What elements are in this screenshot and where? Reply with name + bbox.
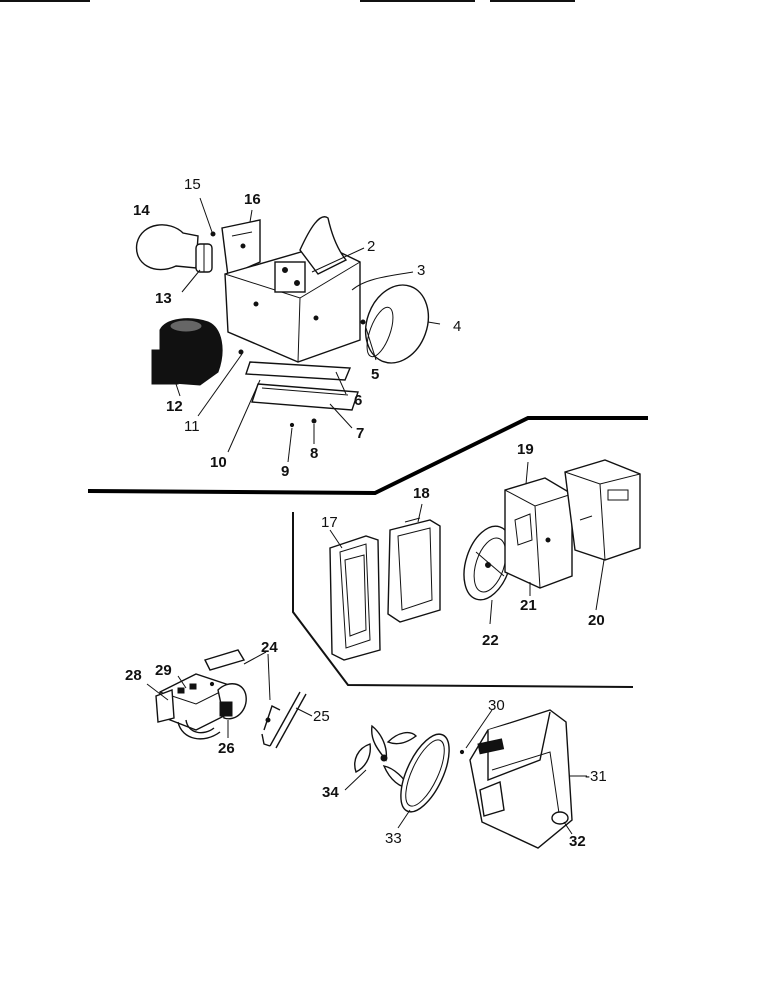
callout-4: 4 — [453, 318, 461, 335]
bulb-part — [135, 224, 213, 273]
callout-20: 20 — [588, 612, 605, 629]
callout-18: 18 — [413, 485, 430, 502]
callout-6: 6 — [354, 392, 362, 409]
callout-8: 8 — [310, 445, 318, 462]
callout-13: 13 — [155, 290, 172, 307]
leader-lines-group2 — [329, 461, 605, 625]
fan-ring-part — [400, 733, 450, 813]
callout-34: 34 — [322, 784, 339, 801]
base-plate-part — [245, 361, 359, 411]
callout-30: 30 — [488, 697, 505, 714]
callout-14: 14 — [133, 202, 150, 219]
callout-15: 15 — [184, 176, 201, 193]
callout-24: 24 — [261, 639, 278, 656]
container-part — [329, 535, 381, 661]
callout-32: 32 — [569, 833, 586, 850]
callout-31: -31 — [585, 768, 607, 785]
control-housing-part — [224, 216, 361, 363]
callout-29: 29 — [155, 662, 172, 679]
callout-5: 5 — [371, 366, 379, 383]
leader-lines-group1 — [175, 197, 441, 463]
bracket-rod-part — [209, 681, 307, 749]
callout-33: 33 — [385, 830, 402, 847]
section-divider-upper — [87, 416, 648, 496]
leader-lines-group3 — [146, 651, 313, 738]
shroud-part — [459, 709, 573, 849]
callout-10: 10 — [210, 454, 227, 471]
callout-labels: 2 3 4 5 6 7 8 9 10 11 12 13 14 15 16 17 … — [125, 176, 607, 850]
callout-16: 16 — [244, 191, 261, 208]
callout-19: 19 — [517, 441, 534, 458]
motor-case-part — [504, 477, 573, 589]
callout-9: 9 — [281, 463, 289, 480]
callout-21: 21 — [520, 597, 537, 614]
motor-block-part — [564, 459, 641, 561]
callout-11: 11 — [184, 418, 200, 435]
screws-group1 — [210, 231, 366, 428]
callout-3: 3 — [417, 262, 425, 279]
bracket-part — [221, 219, 261, 278]
callout-7: 7 — [356, 425, 364, 442]
fan-blade-part — [354, 724, 418, 789]
lens-part — [364, 284, 430, 364]
callout-26: 26 — [218, 740, 235, 757]
callout-28: 28 — [125, 667, 142, 684]
tray-part — [387, 517, 441, 623]
callout-17: 17 — [321, 514, 338, 531]
fan-blower-part — [151, 318, 223, 386]
callout-22: 22 — [482, 632, 499, 649]
switch-assembly-part — [155, 649, 247, 740]
callout-2: 2 — [367, 238, 375, 255]
callout-25: 25 — [313, 708, 330, 725]
callout-12: 12 — [166, 398, 183, 415]
leader-lines-group4 — [344, 709, 587, 835]
section-divider-lower — [292, 512, 634, 688]
